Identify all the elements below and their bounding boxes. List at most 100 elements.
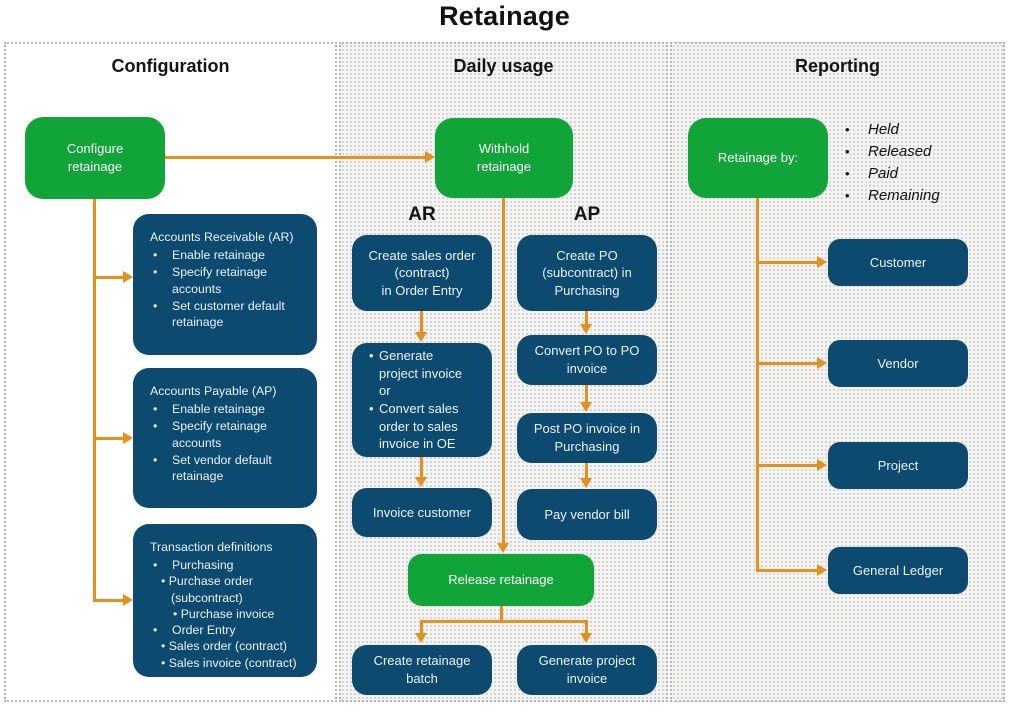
node-vendor-label: Vendor (877, 355, 919, 371)
node-create-po: Create PO (subcontract) in Purchasing (517, 235, 657, 311)
connector-line (420, 620, 588, 623)
list-item: Released (836, 141, 940, 163)
accounts-payable-title: Accounts Payable (AP) (150, 384, 277, 398)
node-create-po-label: Create PO (subcontract) in Purchasing (542, 247, 632, 298)
node-create-sales-order: Create sales order (contract) in Order E… (352, 235, 492, 311)
node-invoice-customer-label: Invoice customer (372, 504, 472, 520)
node-convert-po-label: Convert PO to PO invoice (534, 343, 640, 376)
configuration-header: Configuration (111, 56, 230, 76)
connector-line (756, 569, 817, 572)
node-convert-po: Convert PO to PO invoice (517, 335, 657, 385)
accounts-receivable-title: Accounts Receivable (AR) (150, 230, 294, 244)
ar-column-label: AR (408, 204, 436, 225)
daily-usage-header: Daily usage (453, 56, 554, 76)
node-configure-retainage: Configure retainage (25, 117, 165, 199)
accounts-payable-list: Enable retainage Specify retainage accou… (150, 401, 312, 484)
arrowhead (580, 478, 592, 488)
arrowhead (817, 459, 827, 471)
node-generate-project-invoice-label: Generate project invoice (538, 653, 636, 686)
list-item: Enable retainage (150, 401, 312, 417)
list-item: Sales order (contract) (150, 638, 312, 654)
node-withhold-retainage: Withhold retainage (435, 118, 573, 198)
connector-line (420, 620, 423, 633)
connector-line (585, 311, 588, 324)
node-pay-vendor-bill: Pay vendor bill (517, 489, 657, 540)
list-item: Set vendor default retainage (150, 452, 312, 484)
arrowhead (817, 564, 827, 576)
arrowhead (580, 402, 592, 412)
connector-line (500, 606, 503, 622)
node-general-ledger: General Ledger (828, 547, 968, 594)
node-project: Project (828, 442, 968, 489)
arrowhead (580, 324, 592, 334)
list-item: Sales invoice (contract) (150, 655, 312, 671)
node-withhold-retainage-label: Withhold retainage (476, 141, 532, 174)
connector-line (756, 362, 817, 365)
list-item: Enable retainage (150, 247, 312, 263)
list-item: Purchasing (150, 557, 312, 573)
node-release-retainage-label: Release retainage (448, 572, 554, 588)
node-general-ledger-label: General Ledger (852, 562, 944, 578)
connector-line (756, 464, 817, 467)
page-title: Retainage (439, 1, 570, 31)
arrowhead (123, 432, 133, 444)
connector-line (585, 385, 588, 402)
list-item: Generate project invoice or (369, 347, 462, 400)
list-item: Convert sales order to sales invoice in … (369, 400, 462, 453)
node-create-sales-order-label: Create sales order (contract) in Order E… (368, 247, 476, 298)
node-generate-or-convert-invoice: Generate project invoice or Convert sale… (352, 343, 492, 457)
arrowhead (415, 477, 427, 487)
list-item: Purchase invoice (150, 606, 312, 622)
connector-line (93, 599, 123, 602)
node-accounts-receivable: Accounts Receivable (AR) Enable retainag… (133, 214, 317, 355)
node-pay-vendor-bill-label: Pay vendor bill (544, 506, 630, 522)
node-post-po-invoice-label: Post PO invoice in Purchasing (533, 421, 641, 454)
list-item: Order Entry (150, 622, 312, 638)
node-invoice-customer: Invoice customer (352, 488, 492, 537)
list-item: Specify retainage accounts (150, 418, 312, 450)
node-release-retainage: Release retainage (408, 554, 594, 606)
connector-line (93, 276, 123, 279)
arrowhead (123, 271, 133, 283)
node-project-label: Project (877, 457, 919, 473)
arrowhead (817, 357, 827, 369)
reporting-header: Reporting (795, 56, 880, 76)
arrowhead (415, 332, 427, 342)
node-configure-retainage-label: Configure retainage (66, 141, 124, 174)
connector-line (756, 198, 759, 572)
connector-line (93, 437, 123, 440)
arrowhead (425, 151, 435, 163)
list-item: Held (836, 119, 940, 141)
node-retainage-by: Retainage by: (688, 118, 828, 198)
arrowhead (580, 633, 592, 643)
connector-line (165, 156, 426, 159)
arrowhead (817, 256, 827, 268)
connector-line (93, 199, 96, 602)
list-item: Paid (836, 163, 940, 185)
transaction-definitions-title: Transaction definitions (150, 540, 273, 554)
node-create-retainage-batch: Create retainage batch (352, 645, 492, 695)
node-create-retainage-batch-label: Create retainage batch (373, 653, 471, 686)
list-item: Purchase order (subcontract) (150, 573, 312, 605)
node-post-po-invoice: Post PO invoice in Purchasing (517, 413, 657, 463)
accounts-receivable-list: Enable retainage Specify retainage accou… (150, 247, 312, 330)
list-item: Specify retainage accounts (150, 264, 312, 296)
list-item: Remaining (836, 185, 940, 207)
connector-line (585, 620, 588, 633)
connector-line (420, 311, 423, 332)
generate-or-convert-list: Generate project invoice or Convert sale… (369, 347, 462, 452)
arrowhead (123, 594, 133, 606)
arrowhead (415, 633, 427, 643)
node-generate-project-invoice: Generate project invoice (517, 645, 657, 695)
list-item: Set customer default retainage (150, 298, 312, 330)
ap-column-label: AP (573, 204, 601, 225)
node-retainage-by-label: Retainage by: (717, 150, 799, 166)
node-transaction-definitions: Transaction definitions Purchasing Purch… (133, 524, 317, 677)
connector-line (756, 261, 817, 264)
connector-line (420, 457, 423, 477)
connector-line (502, 198, 505, 543)
connector-line (585, 463, 588, 478)
node-customer: Customer (828, 239, 968, 286)
retainage-measures-list: Held Released Paid Remaining (836, 119, 940, 207)
node-accounts-payable: Accounts Payable (AP) Enable retainage S… (133, 368, 317, 508)
